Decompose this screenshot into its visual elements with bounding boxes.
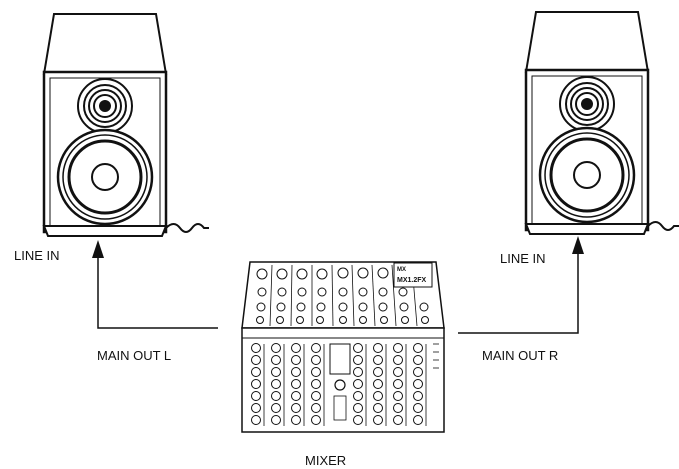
mixer: MX MX1.2FX xyxy=(241,261,445,433)
mixer-label: MIXER xyxy=(305,453,346,468)
arrow-up-left-icon xyxy=(92,240,104,258)
main-out-r-connection xyxy=(458,236,584,334)
arrow-up-right-icon xyxy=(572,236,584,254)
left-speaker-cable xyxy=(165,223,209,233)
mixer-model-badge xyxy=(393,262,433,288)
main-out-l-connection xyxy=(92,240,218,329)
main-out-r-label: MAIN OUT R xyxy=(482,348,558,363)
main-out-l-label: MAIN OUT L xyxy=(97,348,171,363)
mixer-brand-text: MX xyxy=(397,267,406,273)
mixer-model-text: MX1.2FX xyxy=(397,277,427,284)
left-speaker xyxy=(42,12,168,238)
line-in-left-label: LINE IN xyxy=(14,248,60,263)
right-speaker xyxy=(524,10,650,236)
line-in-right-label: LINE IN xyxy=(500,251,546,266)
right-speaker-cable xyxy=(647,221,679,231)
